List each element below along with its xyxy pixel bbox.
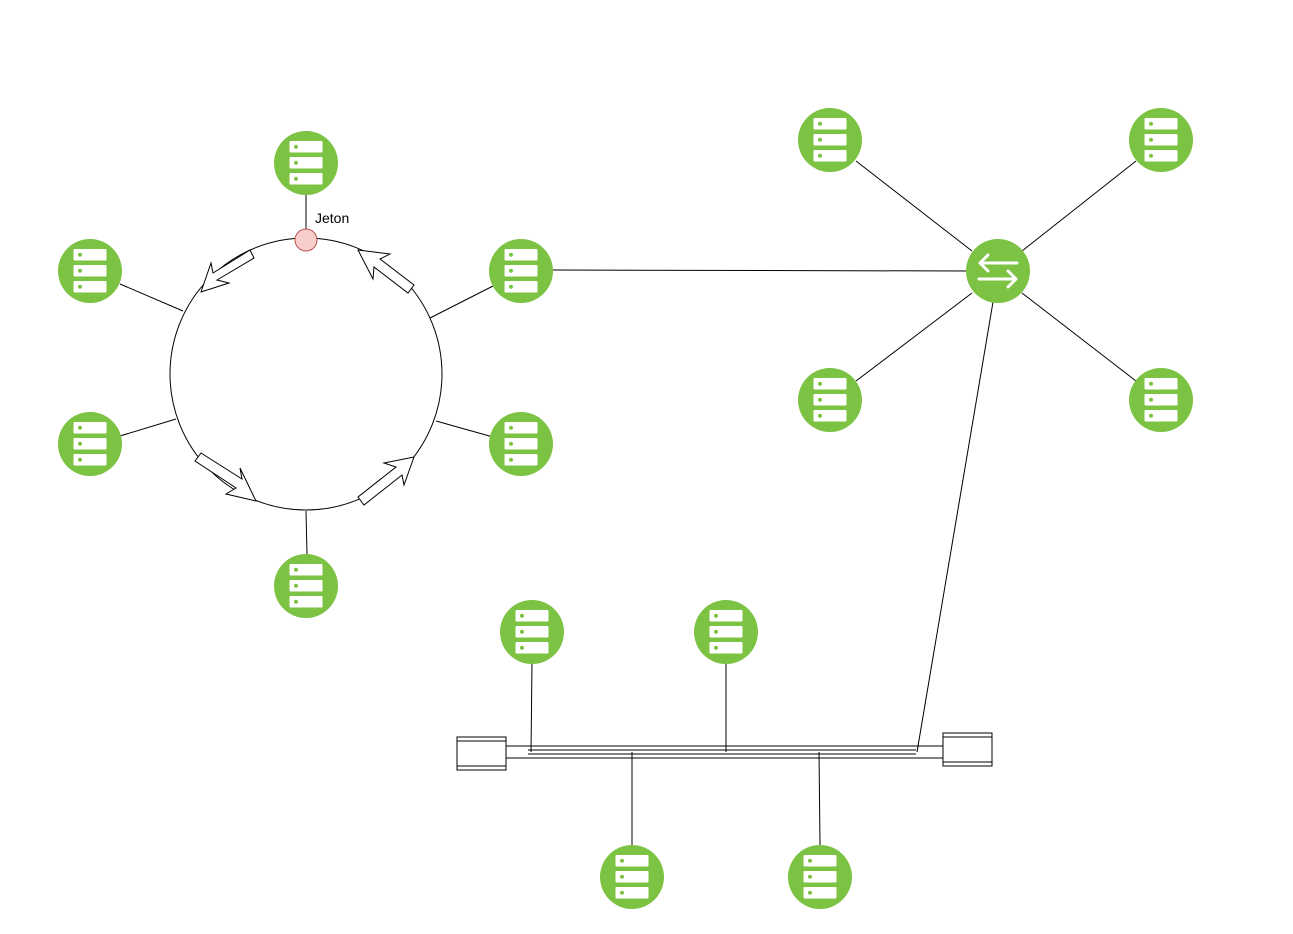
- link-bus-bottom-right: [818, 751, 821, 846]
- server-ring-bottom[interactable]: [274, 554, 338, 618]
- link-ring-upper-right: [429, 285, 494, 319]
- ring-arrow-top-right: [357, 249, 415, 294]
- server-icon: [73, 249, 107, 293]
- server-star-lower-left[interactable]: [798, 368, 862, 432]
- server-icon: [73, 422, 107, 466]
- link-switch-lower-left: [855, 292, 973, 382]
- link-ring-lower-right: [435, 420, 494, 438]
- server-icon: [289, 564, 323, 608]
- switch-arrows-icon: [977, 253, 1019, 289]
- ring-direction-arrows: [194, 249, 415, 506]
- server-icon: [813, 378, 847, 422]
- star-links: [552, 160, 1137, 753]
- link-switch-upper-right: [1021, 160, 1137, 252]
- server-star-upper-right[interactable]: [1129, 108, 1193, 172]
- server-icon: [504, 249, 538, 293]
- server-bus-top-left[interactable]: [500, 600, 564, 664]
- server-icon: [803, 855, 837, 899]
- token: Jeton: [294, 210, 349, 252]
- server-icon: [709, 610, 743, 654]
- link-ring-upper-left: [119, 283, 184, 312]
- server-star-lower-right[interactable]: [1129, 368, 1193, 432]
- server-icon: [504, 422, 538, 466]
- server-icon: [1144, 118, 1178, 162]
- server-icon: [289, 141, 323, 185]
- server-bus-bottom-left[interactable]: [600, 845, 664, 909]
- server-icon: [515, 610, 549, 654]
- bus-cable: [456, 732, 993, 771]
- server-bus-top-right[interactable]: [694, 600, 758, 664]
- token-marker: [294, 228, 318, 252]
- ring-arrow-bottom-left: [194, 452, 257, 502]
- link-ring-to-switch: [552, 269, 968, 272]
- switch[interactable]: [966, 239, 1030, 303]
- server-ring-lower-right[interactable]: [489, 412, 553, 476]
- server-ring-upper-left[interactable]: [58, 239, 122, 303]
- bus-links: [530, 663, 821, 846]
- server-bus-bottom-right[interactable]: [788, 845, 852, 909]
- ring-network: Jeton: [58, 131, 553, 618]
- server-ring-lower-left[interactable]: [58, 412, 122, 476]
- server-star-upper-left[interactable]: [798, 108, 862, 172]
- link-ring-bottom: [305, 510, 308, 556]
- ring-arrow-bottom-right: [357, 456, 415, 506]
- bus-terminator-left: [456, 736, 507, 771]
- token-label: Jeton: [315, 210, 349, 226]
- server-icon: [813, 118, 847, 162]
- server-icon: [1144, 378, 1178, 422]
- star-network: [552, 108, 1193, 753]
- link-switch-lower-right: [1021, 292, 1137, 382]
- server-icon: [615, 855, 649, 899]
- server-ring-top[interactable]: [274, 131, 338, 195]
- bus-terminator-right: [942, 732, 993, 767]
- server-ring-upper-right[interactable]: [489, 239, 553, 303]
- bus-network: [456, 600, 993, 909]
- link-switch-upper-left: [855, 160, 973, 252]
- ring-arrow-top-left: [200, 249, 255, 293]
- link-bus-top-left: [530, 663, 533, 753]
- link-ring-lower-left: [119, 418, 177, 437]
- link-switch-to-bus: [916, 301, 994, 753]
